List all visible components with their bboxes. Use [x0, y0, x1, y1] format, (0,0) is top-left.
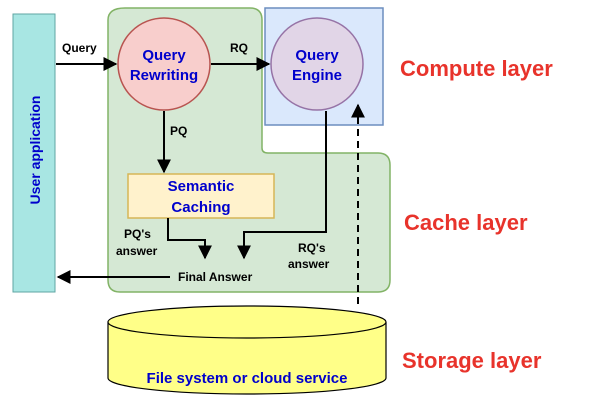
query-rewriting-node: [117, 17, 211, 111]
rq-arrow-label: RQ: [230, 41, 248, 55]
query-engine-label-1: Query: [295, 47, 339, 64]
semantic-caching-box: [127, 173, 275, 219]
final-answer-label: Final Answer: [178, 270, 253, 284]
semantic-caching-label-1: Semantic: [168, 178, 235, 195]
rq-answer-arrow: [237, 111, 327, 260]
storage-cylinder: [107, 305, 387, 395]
query-engine-node: [270, 17, 364, 111]
storage-layer-label: Storage layer: [402, 348, 542, 373]
query-engine-label-2: Engine: [292, 67, 342, 84]
semantic-caching-label-2: Caching: [171, 199, 230, 216]
pq-answer-label-1: PQ's: [124, 227, 151, 241]
pq-answer-arrow: [167, 218, 212, 260]
rq-answer-label-2: answer: [288, 257, 330, 271]
compute-layer-label: Compute layer: [400, 56, 553, 81]
query-rewriting-label-1: Query: [142, 47, 186, 64]
storage-label: File system or cloud service: [147, 370, 348, 387]
pq-answer-label-2: answer: [116, 244, 158, 258]
rq-answer-label-1: RQ's: [298, 241, 326, 255]
pq-arrow-label: PQ: [170, 124, 187, 138]
query-rewriting-label-2: Rewriting: [130, 67, 198, 84]
user-application-label: User application: [27, 96, 43, 205]
user-application-box: [12, 13, 56, 293]
query-arrow-label: Query: [62, 41, 97, 55]
cache-layer-label: Cache layer: [404, 210, 528, 235]
